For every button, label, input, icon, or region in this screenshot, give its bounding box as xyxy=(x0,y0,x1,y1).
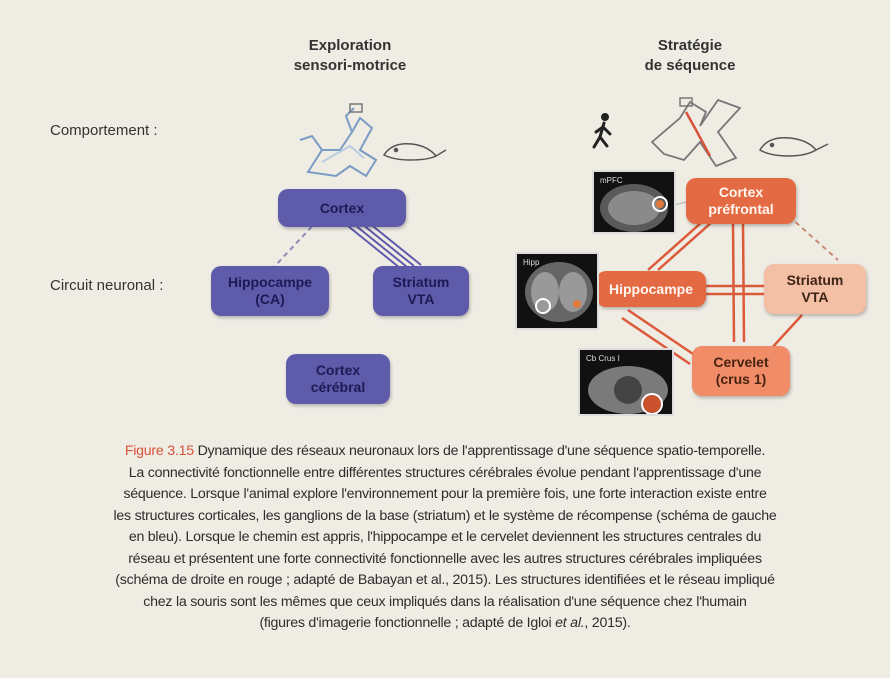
left-title-line-1: Exploration xyxy=(308,37,392,54)
mpfc-scan-image xyxy=(600,184,668,232)
caption-line-1: Figure 3.15 Dynamique des réseaux neuron… xyxy=(8,441,882,463)
walking-person-icon xyxy=(592,113,612,149)
node-right-striatum-line-2: VTA xyxy=(801,289,829,305)
caption-line-5: en bleu). Lorsque le chemin est appris, … xyxy=(128,529,762,545)
node-left-striatum-line-1: Striatum xyxy=(392,274,450,290)
link-pfc-hippocampe-a xyxy=(647,221,703,271)
link-cortex-hippocampe xyxy=(272,219,319,269)
caption-line-3: séquence. Lorsque l'animal explore l'env… xyxy=(123,486,767,502)
cb-scan-label: Cb Crus I xyxy=(586,354,620,363)
behavior-row-label: Comportement : xyxy=(50,122,158,139)
node-left-cortex-cerebral-line-1: Cortex xyxy=(315,362,361,378)
mouse-icon xyxy=(758,137,829,157)
node-right-hippocampe: Hippocampe xyxy=(596,271,706,307)
link-striatum-cervelet xyxy=(769,314,803,351)
node-right-cervelet-line-2: (crus 1) xyxy=(715,371,767,387)
hipp-brain-scan: Hipp xyxy=(515,252,599,330)
mouse-icon xyxy=(382,142,447,161)
node-left-cortex-cerebral-line-2: cérébral xyxy=(310,379,366,395)
left-title-line-2: sensori-motrice xyxy=(293,57,407,74)
caption-line-1-text: Dynamique des réseaux neuronaux lors de … xyxy=(197,443,766,459)
node-left-striatum-line-2: VTA xyxy=(407,291,435,307)
caption-line-9-post: , 2015). xyxy=(584,615,631,631)
node-right-striatum: Striatum VTA xyxy=(764,264,866,314)
hipp-scan-image xyxy=(525,262,593,322)
node-left-cortex-cerebral: Cortex cérébral xyxy=(286,354,390,404)
node-left-cortex-label: Cortex xyxy=(319,199,365,216)
right-column-title: Stratégie de séquence xyxy=(600,36,780,76)
node-left-cortex: Cortex xyxy=(278,189,406,227)
link-hippocampe-cervelet-a xyxy=(627,308,697,358)
link-pfc-cervelet-b xyxy=(741,222,746,343)
node-left-hippocampe-line-2: (CA) xyxy=(255,291,285,307)
caption-line-8: chez la souris sont les mêmes que ceux i… xyxy=(143,593,747,610)
right-title-line-2: de séquence xyxy=(644,57,736,74)
maze-icon xyxy=(299,103,378,178)
mpfc-scan-label: mPFC xyxy=(600,176,623,185)
node-right-cortex-prefrontal-line-2: préfrontal xyxy=(708,201,774,217)
circuit-row-label: Circuit neuronal : xyxy=(50,277,164,294)
caption-line-9-pre: (figures d'imagerie fonctionnelle ; adap… xyxy=(259,615,556,631)
caption-line-4: les structures corticales, les ganglions… xyxy=(113,507,777,524)
link-hippocampe-cervelet-b xyxy=(621,316,691,366)
caption-line-9-etal: et al. xyxy=(555,615,585,631)
node-right-cortex-prefrontal-line-1: Cortex xyxy=(718,184,764,200)
caption-line-6: réseau et présentent une forte connectiv… xyxy=(128,550,762,567)
figure-label: Figure 3.15 xyxy=(124,443,194,459)
thumb-link-mpfc xyxy=(673,201,687,206)
node-left-hippocampe: Hippocampe (CA) xyxy=(211,266,329,316)
caption-line-2: La connectivité fonctionnelle entre diff… xyxy=(128,464,762,481)
hipp-scan-label: Hipp xyxy=(523,258,540,267)
node-right-cortex-prefrontal: Cortex préfrontal xyxy=(686,178,796,224)
left-column-title: Exploration sensori-motrice xyxy=(250,36,450,76)
cb-scan-image xyxy=(588,366,668,414)
caption-line-7: (schéma de droite en rouge ; adapté de B… xyxy=(115,572,775,588)
right-title-line-1: Stratégie xyxy=(657,37,723,54)
node-left-hippocampe-line-1: Hippocampe xyxy=(227,274,312,290)
caption-line-9: (figures d'imagerie fonctionnelle ; adap… xyxy=(8,613,882,635)
node-right-cervelet-line-1: Cervelet xyxy=(713,354,769,370)
cb-brain-scan: Cb Crus I xyxy=(578,348,674,416)
mpfc-brain-scan: mPFC xyxy=(592,170,676,234)
node-right-hippocampe-label: Hippocampe xyxy=(608,280,693,297)
link-pfc-hippocampe-b xyxy=(657,221,713,271)
node-right-striatum-line-1: Striatum xyxy=(786,272,844,288)
y-maze-icon xyxy=(650,97,742,168)
node-right-cervelet: Cervelet (crus 1) xyxy=(692,346,790,396)
figure-caption: Figure 3.15 Dynamique des réseaux neuron… xyxy=(8,441,882,635)
link-pfc-cervelet-a xyxy=(731,222,736,343)
node-left-striatum: Striatum VTA xyxy=(373,266,469,316)
